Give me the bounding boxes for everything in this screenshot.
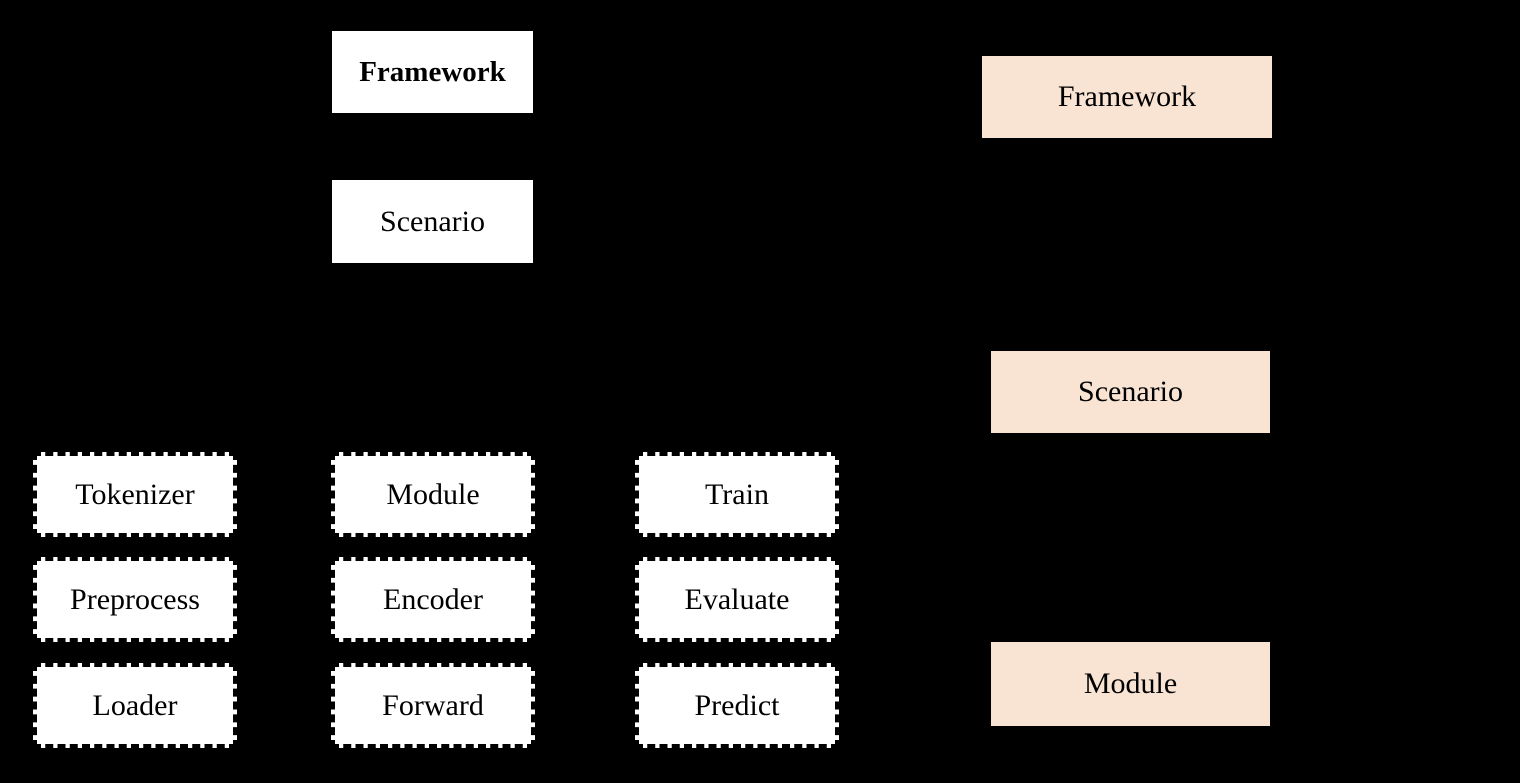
preprocess-box: Preprocess	[33, 557, 237, 642]
tokenizer-box: Tokenizer	[33, 452, 237, 537]
predict-box: Predict	[635, 663, 839, 748]
left-framework-box: Framework	[332, 31, 533, 113]
evaluate-box: Evaluate	[635, 557, 839, 642]
right-module-box: Module	[991, 642, 1270, 726]
module-box: Module	[331, 452, 535, 537]
right-scenario-box: Scenario	[991, 351, 1270, 433]
left-scenario-box: Scenario	[332, 180, 533, 263]
forward-box: Forward	[331, 663, 535, 748]
right-framework-box: Framework	[982, 56, 1272, 138]
train-box: Train	[635, 452, 839, 537]
encoder-box: Encoder	[331, 557, 535, 642]
loader-box: Loader	[33, 663, 237, 748]
